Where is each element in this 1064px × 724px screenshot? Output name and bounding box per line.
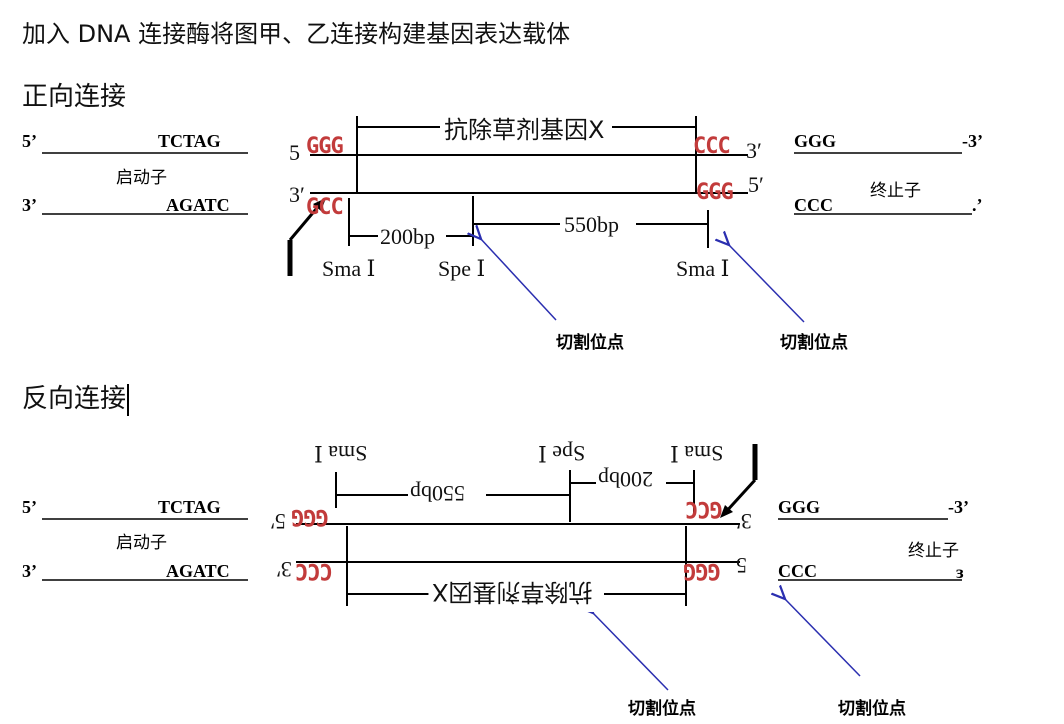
fwd-terminator-bottom-end: .’	[972, 195, 983, 215]
fwd-promoter-5prime: 5’	[22, 131, 37, 151]
rev-cut-arrow-2	[784, 598, 861, 677]
fwd-site-sma-right: Sma Ⅰ	[676, 256, 730, 281]
rev-promoter-top-seq: TCTAG	[158, 497, 221, 517]
rev-cut-arrow-1	[592, 612, 669, 691]
rev-terminator-top-end: -3’	[948, 497, 969, 517]
section-reverse-text: 反向连接	[22, 384, 127, 414]
fwd-sticky-left-bottom: GCC	[306, 195, 344, 220]
rev-site-sma-left: Sma Ⅰ	[314, 441, 368, 466]
rev-terminator-bottom-seq: CCC	[778, 561, 817, 581]
text-cursor	[127, 383, 130, 416]
fwd-dist-200: 200bp	[380, 224, 435, 249]
fwd-terminator-label: 终止子	[870, 181, 921, 201]
rev-promoter-label: 启动子	[116, 533, 167, 553]
rev-terminator-top-seq: GGG	[778, 497, 821, 517]
fwd-site-spe: Spe Ⅰ	[438, 256, 486, 281]
fwd-cut-arrow-2	[728, 244, 805, 323]
fwd-site-sma-left: Sma Ⅰ	[322, 256, 376, 281]
fwd-terminator-bottom-seq: CCC	[794, 195, 833, 215]
fwd-cut-arrow-1	[480, 238, 557, 321]
fwd-prime-3-left: 3′	[289, 182, 305, 207]
rev-promoter-5prime: 5’	[22, 497, 37, 517]
rev-prime-3-right: 3′	[736, 509, 752, 534]
fwd-terminator-top-end: -3’	[962, 131, 983, 151]
rev-prime-5-left: 5′	[270, 509, 286, 534]
fwd-promoter-bottom-seq: AGATC	[166, 195, 230, 215]
fwd-cut-label-2: 切割位点	[780, 333, 848, 353]
rev-dist-550: 550bp	[410, 481, 465, 506]
rev-terminator-label: 终止子	[908, 541, 959, 561]
section-forward-label: 正向连接	[22, 82, 127, 112]
rev-promoter-bottom-seq: AGATC	[166, 561, 230, 581]
rev-site-spe: Spe Ⅰ	[538, 441, 586, 466]
fwd-prime-5-right: 5′	[748, 172, 764, 197]
fwd-promoter-label: 启动子	[116, 168, 167, 188]
fwd-dist-550: 550bp	[564, 212, 619, 237]
fwd-sticky-right-bottom: GGG	[696, 180, 734, 205]
fwd-promoter-top-seq: TCTAG	[158, 131, 221, 151]
rev-gene-label: 抗除草剂基因X	[428, 577, 597, 612]
fwd-prime-5: 5	[289, 140, 300, 165]
fwd-gene-label: 抗除草剂基因X	[440, 110, 609, 145]
fwd-promoter-3prime: 3’	[22, 195, 37, 215]
rev-dist-200: 200bp	[598, 467, 653, 492]
rev-sticky-right-bottom: GGG	[684, 558, 721, 583]
rev-sticky-left-bottom: CCC	[296, 558, 333, 583]
rev-sticky-left-top: GGG	[292, 504, 329, 529]
rev-prime-5-right: 5	[736, 553, 747, 578]
rev-site-sma-right: Sma Ⅰ	[670, 441, 724, 466]
page-title: 加入 DNA 连接酶将图甲、乙连接构建基因表达载体	[22, 20, 571, 48]
fwd-prime-3-right: 3′	[746, 138, 762, 163]
fwd-sticky-left-top: GGG	[306, 134, 344, 159]
fwd-sticky-right-top: CCC	[693, 134, 731, 159]
rev-sticky-right-top: GCC	[686, 496, 723, 521]
fwd-terminator-top-seq: GGG	[794, 131, 837, 151]
section-reverse-label: 反向连接	[22, 378, 130, 416]
rev-prime-3-left: 3′	[276, 557, 292, 582]
rev-terminator-bottom-end: ɜ	[956, 562, 964, 582]
rev-cut-label-1: 切割位点	[628, 699, 696, 719]
rev-cut-label-2: 切割位点	[838, 699, 906, 719]
rev-promoter-3prime: 3’	[22, 561, 37, 581]
fwd-cut-label-1: 切割位点	[556, 333, 624, 353]
